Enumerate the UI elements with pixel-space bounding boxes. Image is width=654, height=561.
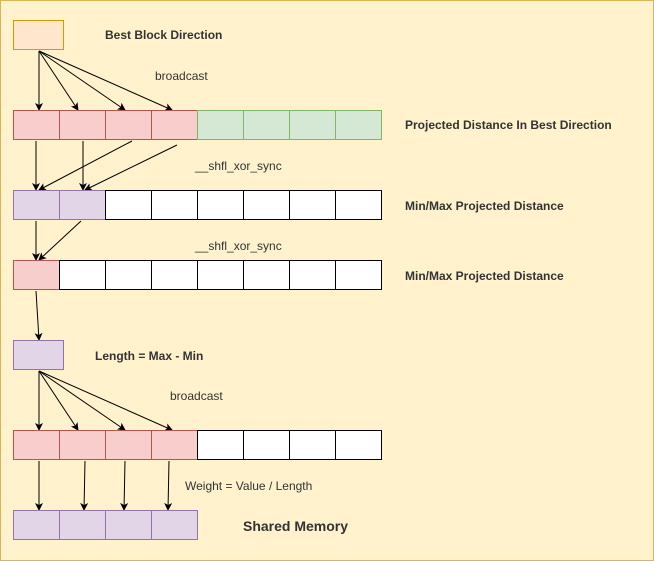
arrow — [34, 290, 43, 341]
arrow — [120, 460, 129, 511]
cell-white — [335, 190, 382, 220]
cell-white — [289, 430, 336, 460]
cell-purple — [151, 510, 198, 540]
minmax-label-1: Min/Max Projected Distance — [405, 199, 564, 213]
cell-purple — [59, 190, 106, 220]
cell-red — [59, 430, 106, 460]
cell-purple — [13, 190, 60, 220]
broadcast-label-2: broadcast — [170, 389, 223, 403]
arrow — [38, 370, 79, 431]
arrow — [84, 144, 178, 191]
arrow — [38, 220, 82, 261]
cell-white — [289, 190, 336, 220]
cell-red — [59, 110, 106, 140]
arrow — [38, 50, 173, 111]
cell-white — [335, 260, 382, 290]
shfl-label-1: __shfl_xor_sync — [195, 159, 282, 173]
cell-red — [105, 430, 152, 460]
cell-red — [13, 430, 60, 460]
cell-white — [289, 260, 336, 290]
cell-white — [105, 260, 152, 290]
cell-red — [13, 110, 60, 140]
cell-white — [243, 430, 290, 460]
cell-red — [13, 260, 60, 290]
cell-red — [151, 430, 198, 460]
shared-memory-label: Shared Memory — [243, 518, 349, 534]
cell-red — [151, 110, 198, 140]
cell-white — [335, 430, 382, 460]
arrow — [38, 370, 173, 431]
cell-white — [197, 190, 244, 220]
minmax-label-2: Min/Max Projected Distance — [405, 269, 564, 283]
arrow — [38, 50, 126, 111]
broadcast-label-1: broadcast — [155, 69, 208, 83]
cell-white — [243, 260, 290, 290]
cell-purple — [13, 510, 60, 540]
cell-purple — [59, 510, 106, 540]
cell-green — [289, 110, 336, 140]
cell-white — [243, 190, 290, 220]
cell-green — [243, 110, 290, 140]
arrow — [164, 460, 173, 511]
arrow — [38, 50, 79, 111]
best-block-direction-label: Best Block Direction — [105, 28, 223, 42]
cell-white — [151, 190, 198, 220]
cell-white — [197, 430, 244, 460]
weight-formula-label: Weight = Value / Length — [185, 479, 313, 493]
best-block-direction-box — [13, 20, 64, 50]
cell-white — [197, 260, 244, 290]
cell-green — [197, 110, 244, 140]
length-box — [13, 340, 64, 370]
arrow — [80, 460, 89, 511]
cell-red — [105, 110, 152, 140]
length-formula-label: Length = Max - Min — [95, 349, 204, 363]
arrow — [38, 370, 126, 431]
cell-white — [59, 260, 106, 290]
cell-white — [105, 190, 152, 220]
cell-white — [151, 260, 198, 290]
projected-distance-label: Projected Distance In Best Direction — [405, 118, 612, 132]
arrow — [38, 140, 133, 191]
shfl-label-2: __shfl_xor_sync — [195, 239, 282, 253]
cell-green — [335, 110, 382, 140]
cell-purple — [105, 510, 152, 540]
